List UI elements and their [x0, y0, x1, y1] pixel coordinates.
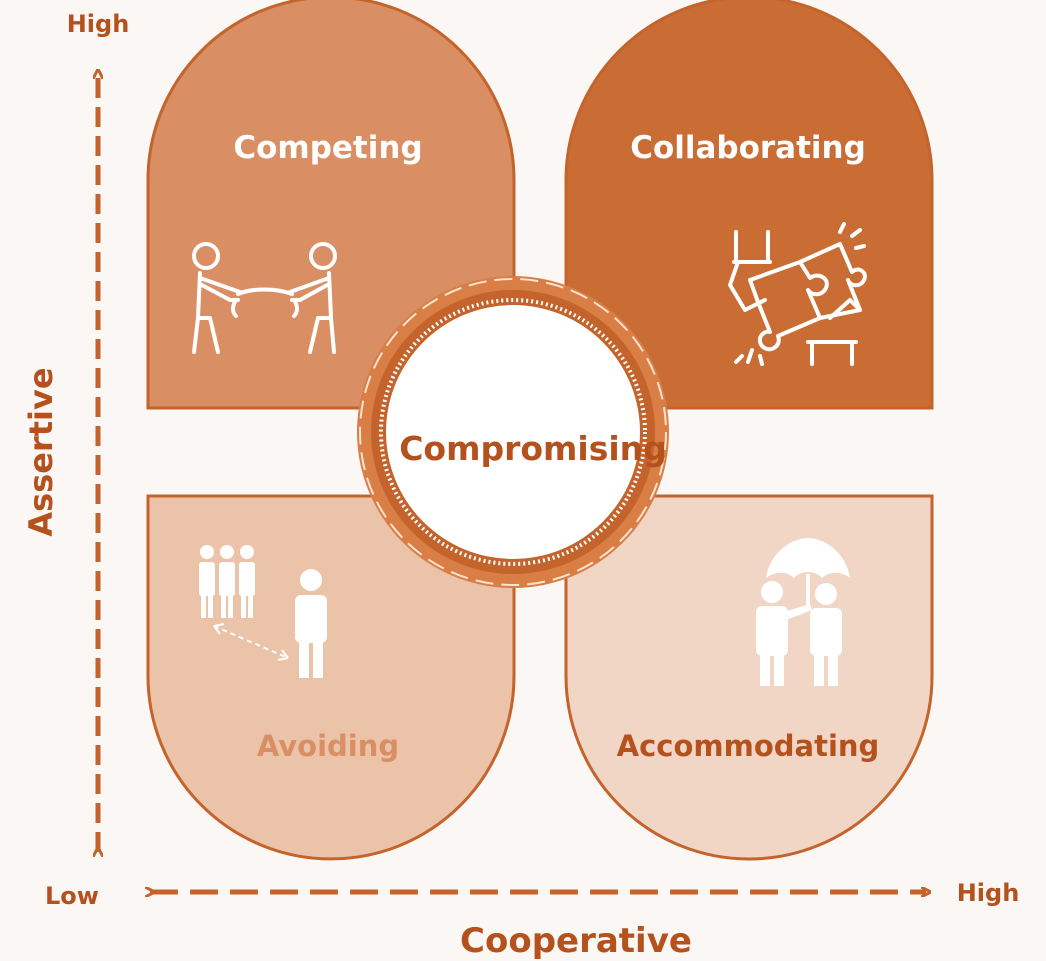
center-dashed-ring	[359, 278, 667, 586]
center-label: Compromising	[399, 429, 667, 468]
x-axis: Low High Cooperative	[45, 879, 1019, 961]
quadrant-competing-label: Competing	[233, 130, 422, 166]
quadrant-collaborating: Collaborating	[564, 0, 934, 410]
y-axis-high-label: High	[67, 10, 130, 38]
quadrant-accommodating-label: Accommodating	[617, 729, 880, 763]
puzzle-hands-icon	[728, 222, 867, 366]
quadrant-avoiding: Avoiding	[146, 494, 516, 861]
quadrant-avoiding-label: Avoiding	[257, 729, 399, 763]
x-axis-title: Cooperative	[460, 921, 692, 961]
center-disc	[386, 305, 640, 559]
umbrella-people-icon	[756, 538, 850, 686]
center-compromising: Compromising	[357, 276, 669, 588]
x-axis-low-label: Low	[45, 882, 99, 910]
tug-of-war-icon	[192, 242, 337, 354]
quadrant-collaborating-label: Collaborating	[630, 130, 866, 166]
y-axis: High Assertive	[22, 10, 129, 852]
avoiding-people-icon	[199, 545, 327, 678]
quadrant-accommodating-shape	[564, 494, 934, 861]
center-dotted-ring	[379, 298, 647, 566]
y-axis-title: Assertive	[22, 367, 60, 536]
x-axis-high-label: High	[957, 879, 1020, 907]
avoid-direction-arrow	[213, 623, 289, 661]
quadrant-accommodating: Accommodating	[564, 494, 934, 861]
